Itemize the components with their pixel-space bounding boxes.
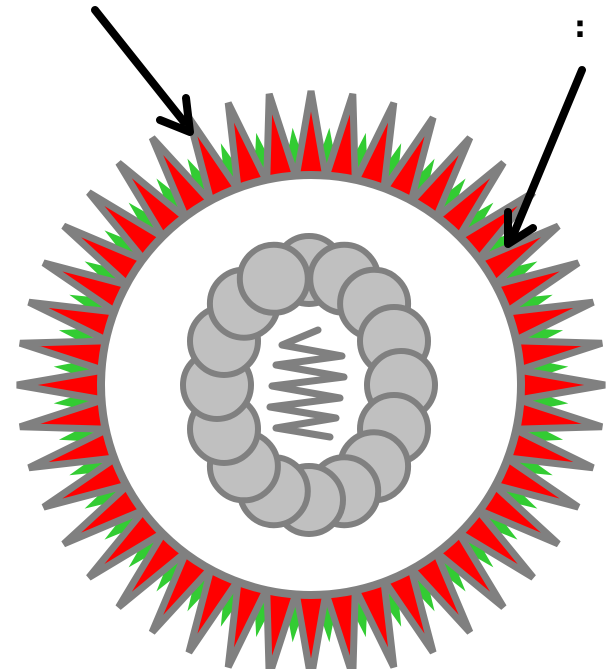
envelope-spike [296, 91, 326, 178]
envelope-spike [519, 370, 606, 400]
corner-label: : [574, 10, 586, 45]
pointer-arrow-right [508, 70, 582, 244]
envelope-spike [17, 370, 104, 400]
capsomere [240, 245, 308, 313]
envelope-spike [296, 593, 326, 669]
pointer-arrow-left [95, 10, 190, 132]
